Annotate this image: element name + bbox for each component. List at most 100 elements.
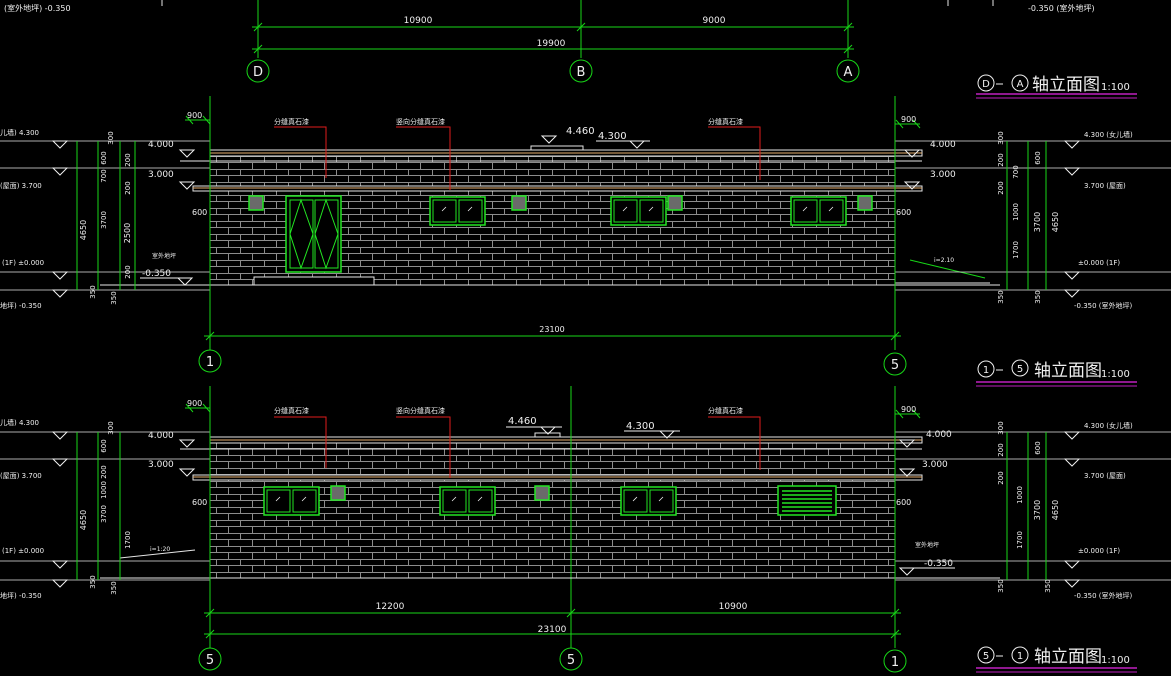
bottom-dim-23100: 23100 — [539, 325, 564, 334]
svg-text:分缝真石漆: 分缝真石漆 — [274, 117, 309, 126]
svg-text:4650: 4650 — [1051, 500, 1060, 520]
svg-text:1000: 1000 — [1016, 486, 1024, 504]
svg-text:4.300 (女儿墙): 4.300 (女儿墙) — [1084, 130, 1133, 139]
svg-text:1: 1 — [983, 365, 989, 376]
elevation-title-d-a: D A 轴立面图 1:100 — [976, 74, 1137, 99]
svg-text:5: 5 — [1017, 364, 1023, 375]
svg-text:900: 900 — [901, 115, 916, 124]
svg-text:±0.000 (1F): ±0.000 (1F) — [1078, 259, 1120, 267]
svg-text:900: 900 — [901, 405, 916, 414]
peak-level: 4.460 — [566, 126, 595, 137]
axis-bubble-d — [246, 59, 270, 83]
svg-text:1000: 1000 — [100, 481, 108, 499]
svg-text:600: 600 — [896, 208, 911, 217]
svg-text:1:100: 1:100 — [1101, 82, 1130, 93]
svg-text:竖向分缝真石漆: 竖向分缝真石漆 — [396, 117, 445, 126]
svg-text:4650: 4650 — [79, 220, 88, 240]
svg-text:200: 200 — [997, 153, 1005, 166]
svg-text:600: 600 — [1034, 441, 1042, 454]
svg-text:±0.000 (1F): ±0.000 (1F) — [1078, 547, 1120, 555]
svg-text:分缝真石漆: 分缝真石漆 — [708, 406, 743, 415]
top-dim-10900: 10900 — [404, 16, 433, 26]
svg-text:12200: 12200 — [376, 602, 405, 612]
svg-text:600: 600 — [896, 498, 911, 507]
svg-text:200: 200 — [124, 265, 132, 278]
svg-text:A: A — [1017, 79, 1024, 90]
svg-text:700: 700 — [100, 169, 108, 182]
svg-text:600: 600 — [1034, 151, 1042, 164]
svg-text:A: A — [844, 65, 853, 80]
svg-text:3700: 3700 — [100, 505, 108, 523]
left-levels-elev1: 900 4.000 3.000 600 室外地坪 -0.350 4.000 3.… — [140, 111, 956, 286]
svg-text:350: 350 — [89, 285, 97, 298]
right-outer-dims-elev2: 4.300 (女儿墙) 3.700 (屋面) ±0.000 (1F) -0.35… — [895, 421, 1171, 600]
svg-text:350: 350 — [110, 291, 118, 304]
svg-text:竖向分缝真石漆: 竖向分缝真石漆 — [396, 406, 445, 415]
svg-text:300: 300 — [997, 421, 1005, 434]
svg-text:轴立面图: 轴立面图 — [1032, 75, 1100, 95]
svg-text:D: D — [982, 79, 990, 90]
svg-text:350: 350 — [997, 290, 1005, 303]
svg-text:3.000: 3.000 — [148, 460, 174, 470]
elevation-title-5-1: 5 1 轴立面图 1:100 — [976, 646, 1137, 673]
entrance-step — [253, 276, 375, 286]
svg-text:i=1:20: i=1:20 — [150, 546, 170, 553]
svg-text:350: 350 — [1034, 290, 1042, 303]
svg-text:200: 200 — [997, 181, 1005, 194]
svg-text:室外地坪: 室外地坪 — [915, 541, 939, 549]
svg-text:200: 200 — [100, 465, 108, 478]
svg-text:1000: 1000 — [1012, 203, 1020, 221]
svg-text:(1F) ±0.000: (1F) ±0.000 — [2, 547, 44, 555]
svg-text:23100: 23100 — [538, 625, 567, 635]
top-dim-19900: 19900 — [537, 39, 566, 49]
svg-text:地坪) -0.350: 地坪) -0.350 — [0, 301, 42, 310]
svg-text:1700: 1700 — [1016, 531, 1024, 549]
top-right-note: -0.350 (室外地坪) — [1028, 3, 1095, 13]
svg-text:4.000: 4.000 — [926, 430, 952, 440]
axis-bubble-5-mid — [559, 647, 583, 671]
svg-text:4.000: 4.000 — [148, 431, 174, 441]
svg-text:4.000: 4.000 — [930, 140, 956, 150]
svg-text:轴立面图: 轴立面图 — [1034, 361, 1102, 381]
svg-text:4.300: 4.300 — [626, 421, 655, 432]
svg-text:-0.350: -0.350 — [924, 559, 953, 569]
svg-text:3.700 (屋面): 3.700 (屋面) — [1084, 182, 1126, 190]
svg-text:200: 200 — [124, 181, 132, 194]
svg-text:4.000: 4.000 — [148, 140, 174, 150]
svg-text:350: 350 — [1044, 579, 1052, 592]
svg-text:3700: 3700 — [100, 211, 108, 229]
svg-text:700: 700 — [1012, 165, 1020, 178]
window-row-elev2 — [263, 485, 837, 516]
svg-text:2500: 2500 — [123, 223, 132, 243]
axis-bubble-5-left — [198, 647, 222, 671]
svg-text:(屋面) 3.700: (屋面) 3.700 — [0, 182, 42, 190]
svg-text:200: 200 — [997, 471, 1005, 484]
svg-text:600: 600 — [100, 439, 108, 452]
axis-bubble-1 — [198, 349, 222, 373]
svg-text:200: 200 — [124, 153, 132, 166]
svg-text:300: 300 — [107, 421, 115, 434]
svg-text:200: 200 — [997, 443, 1005, 456]
svg-text:-0.350 (室外地坪): -0.350 (室外地坪) — [1074, 301, 1133, 310]
svg-text:4650: 4650 — [79, 510, 88, 530]
slope-note: i=2.10 — [934, 257, 954, 264]
axis-bubble-b — [569, 59, 593, 83]
svg-text:3700: 3700 — [1033, 500, 1042, 520]
svg-text:5: 5 — [891, 358, 899, 373]
svg-text:5: 5 — [206, 653, 214, 668]
axis-bubble-5 — [883, 352, 907, 376]
svg-text:900: 900 — [187, 399, 202, 408]
svg-text:(1F) ±0.000: (1F) ±0.000 — [2, 259, 44, 267]
elevation-5-1: 4.460 4.300 i=1:20 — [0, 386, 1171, 673]
left-outer-dims-elev2: 儿墙) 4.300 (屋面) 3.700 (1F) ±0.000 地坪) -0.… — [0, 418, 210, 600]
material-notes-elev1: 分缝真石漆 竖向分缝真石漆 分缝真石漆 — [274, 117, 761, 190]
svg-text:分缝真石漆: 分缝真石漆 — [274, 406, 309, 415]
svg-text:1: 1 — [1017, 651, 1023, 662]
svg-text:轴立面图: 轴立面图 — [1034, 647, 1102, 667]
svg-text:4650: 4650 — [1051, 212, 1060, 232]
elevation-1-5: 4.460 4.300 i=2.10 — [0, 96, 1171, 387]
svg-text:儿墙) 4.300: 儿墙) 4.300 — [0, 418, 39, 427]
double-door — [285, 195, 342, 273]
svg-text:D: D — [253, 65, 263, 80]
